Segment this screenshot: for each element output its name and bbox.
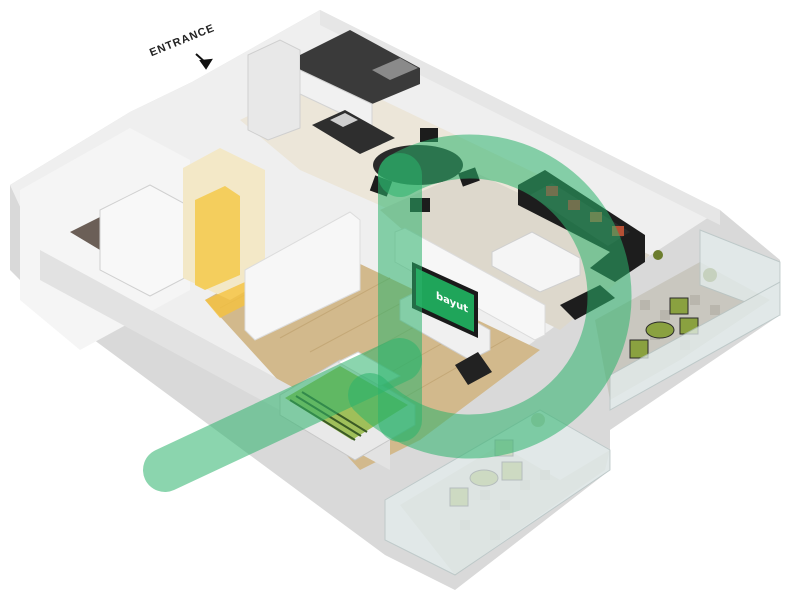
bayut-watermark-icon	[143, 134, 632, 492]
side-chair	[455, 352, 492, 385]
stove	[372, 58, 418, 80]
tv-screen-glow	[416, 268, 474, 332]
right-outer-wall	[320, 10, 720, 225]
balcony-glass-railings	[384, 229, 781, 576]
bedroom-partition-wall	[244, 211, 361, 341]
coffee-table	[491, 231, 581, 293]
closet-door	[205, 282, 255, 318]
closet-light	[195, 186, 240, 290]
sink	[330, 113, 358, 127]
kitchen-counter-top	[300, 30, 420, 104]
entrance-arrow-icon	[195, 53, 213, 70]
fridge	[247, 39, 301, 141]
